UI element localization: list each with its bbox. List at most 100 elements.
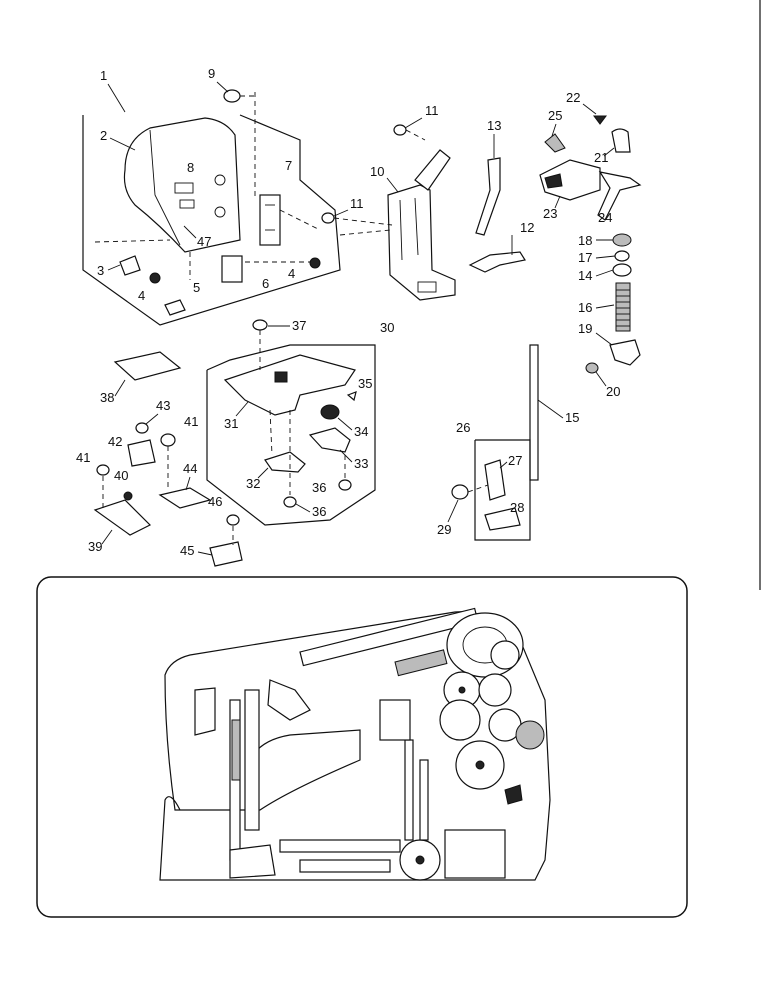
thread-guide-plate (259, 194, 281, 246)
screw (585, 362, 599, 374)
rod (419, 759, 429, 841)
part-label-22: 22 (566, 90, 580, 105)
part-label-21: 21 (594, 150, 608, 165)
part-label-14: 14 (578, 268, 592, 283)
face-cover-assembly (82, 89, 341, 326)
screw (135, 422, 149, 434)
part-label-25: 25 (548, 108, 562, 123)
feed-dog-32 (264, 451, 306, 473)
lower-shaft-2 (299, 859, 391, 873)
part-label-8: 8 (187, 160, 194, 175)
cam (439, 699, 481, 741)
face-cover-slot-2 (179, 199, 195, 209)
disc-14 (612, 263, 632, 277)
face-cover (123, 117, 241, 253)
part-label-5: 5 (193, 280, 200, 295)
part-label-4a: 4 (138, 288, 145, 303)
screw (393, 124, 407, 136)
bracket (164, 299, 186, 316)
part-label-10: 10 (370, 164, 384, 179)
part-label-13: 13 (487, 118, 501, 133)
part-label-4b: 4 (288, 266, 295, 281)
face-cover-hole (214, 174, 226, 186)
thumb-screw (451, 484, 469, 500)
screw (338, 479, 352, 491)
part-label-3: 3 (97, 263, 104, 278)
bracket-10 (387, 184, 456, 301)
face-cover-edge (149, 129, 181, 246)
part-label-17: 17 (578, 250, 592, 265)
face-cover-hole-2 (214, 206, 226, 218)
part-label-2: 2 (100, 128, 107, 143)
part-number-labels: 1 2 3 4 4 5 6 7 8 9 10 11 11 12 13 14 15… (76, 66, 620, 558)
rod (404, 739, 414, 841)
part-label-26: 26 (456, 420, 470, 435)
lower-parts (93, 351, 243, 567)
part-label-28: 28 (510, 500, 524, 515)
slide-plate (113, 351, 182, 381)
presser-shank (484, 459, 506, 501)
thread-guide-13 (475, 157, 501, 236)
part-label-12: 12 (520, 220, 534, 235)
part-label-20: 20 (606, 384, 620, 399)
part-label-35: 35 (358, 376, 372, 391)
presser-foot (484, 507, 521, 531)
part-label-47: 47 (197, 234, 211, 249)
needle-plate-assembly (206, 319, 376, 526)
bracket-42 (127, 439, 156, 467)
part-label-6: 6 (262, 276, 269, 291)
part-label-37: 37 (292, 318, 306, 333)
part-label-18: 18 (578, 233, 592, 248)
lever-knob (504, 784, 523, 805)
part-label-36a: 36 (312, 480, 326, 495)
part-label-39: 39 (88, 539, 102, 554)
needle-bar (529, 344, 539, 481)
part-label-30: 30 (380, 320, 394, 335)
part-label-16: 16 (578, 300, 592, 315)
part-label-11b: 11 (350, 196, 364, 211)
tension-body-23 (539, 159, 601, 201)
part-label-24: 24 (598, 210, 612, 225)
screw (96, 464, 110, 476)
presser-bar-inset (244, 689, 260, 831)
thread-tension-assembly (529, 115, 642, 481)
part-label-36b: 36 (312, 504, 326, 519)
part-label-45: 45 (180, 543, 194, 558)
presser-foot-group-outline (474, 439, 531, 541)
part-label-33: 33 (354, 456, 368, 471)
presser-lever-12 (468, 251, 526, 273)
bracket-arm (414, 149, 451, 191)
screw (252, 319, 268, 331)
part-label-11a: 11 (425, 103, 439, 118)
screw (283, 496, 297, 508)
machine-overview-inset (36, 576, 688, 918)
screw (223, 89, 241, 103)
part-label-46: 46 (208, 494, 222, 509)
part-label-32: 32 (246, 476, 260, 491)
part-label-42: 42 (108, 434, 122, 449)
cam (490, 640, 520, 670)
thread-guide-25 (544, 133, 566, 153)
presser-foot-assembly (451, 439, 531, 541)
lever-44 (158, 487, 212, 509)
feed-dog-part (320, 404, 340, 420)
tension-bracket-24 (597, 171, 642, 221)
face-cover-slot (174, 182, 194, 194)
lower-shaft (279, 839, 401, 853)
gear (515, 720, 545, 750)
screw (593, 115, 607, 125)
washer (612, 233, 632, 247)
bracket-19 (609, 339, 641, 366)
part-label-29: 29 (437, 522, 451, 537)
face-cover-group-outline (82, 114, 341, 326)
part-label-34: 34 (354, 424, 368, 439)
cam-housing (379, 699, 411, 741)
disc (614, 250, 630, 262)
screw (321, 212, 335, 224)
bracket-assembly (321, 124, 526, 301)
part-label-40: 40 (114, 468, 128, 483)
bobbin-area (229, 844, 276, 879)
motor (444, 829, 506, 879)
cam (478, 673, 512, 707)
